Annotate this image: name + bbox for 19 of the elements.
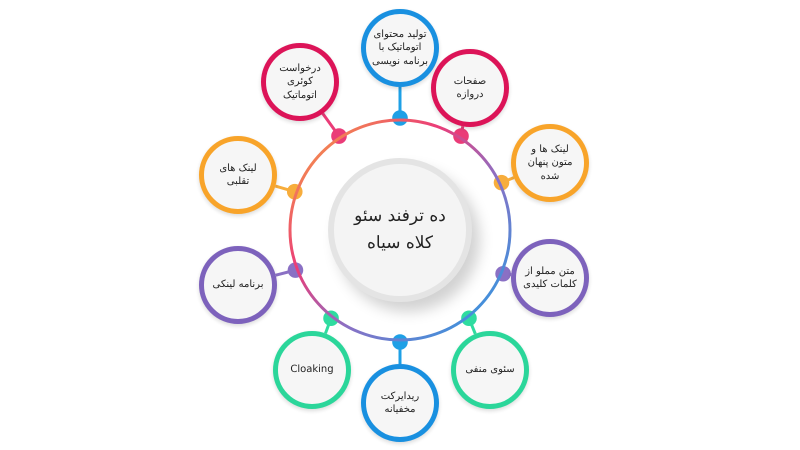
connector [323,310,339,334]
node-label: متن مملو از کلمات کلیدی [522,264,578,292]
node-label: لینک ها و متون پنهان شده [526,142,574,184]
node-label: تولید محتوای اتوماتیک با برنامه نویسی [370,28,429,68]
connector [392,334,408,364]
connector [495,266,512,282]
node-label: درخواست کوئری اتوماتیک [278,62,322,102]
connector [275,184,303,200]
connector [453,126,469,144]
node-label: سئوی منفی [465,363,515,377]
connector [275,262,304,278]
node-label: برنامه لینکی [212,278,264,292]
node-label: Cloaking [290,363,334,377]
node-label: لینک های تقلبی [218,162,258,188]
ring [288,118,512,342]
node-label: صفحات دروازه [452,74,488,102]
connector [392,87,408,126]
node-label: ده ترفند سئو کلاه سیاه [352,204,447,255]
node-label: ریدایرکت مخفیانه [380,390,420,416]
